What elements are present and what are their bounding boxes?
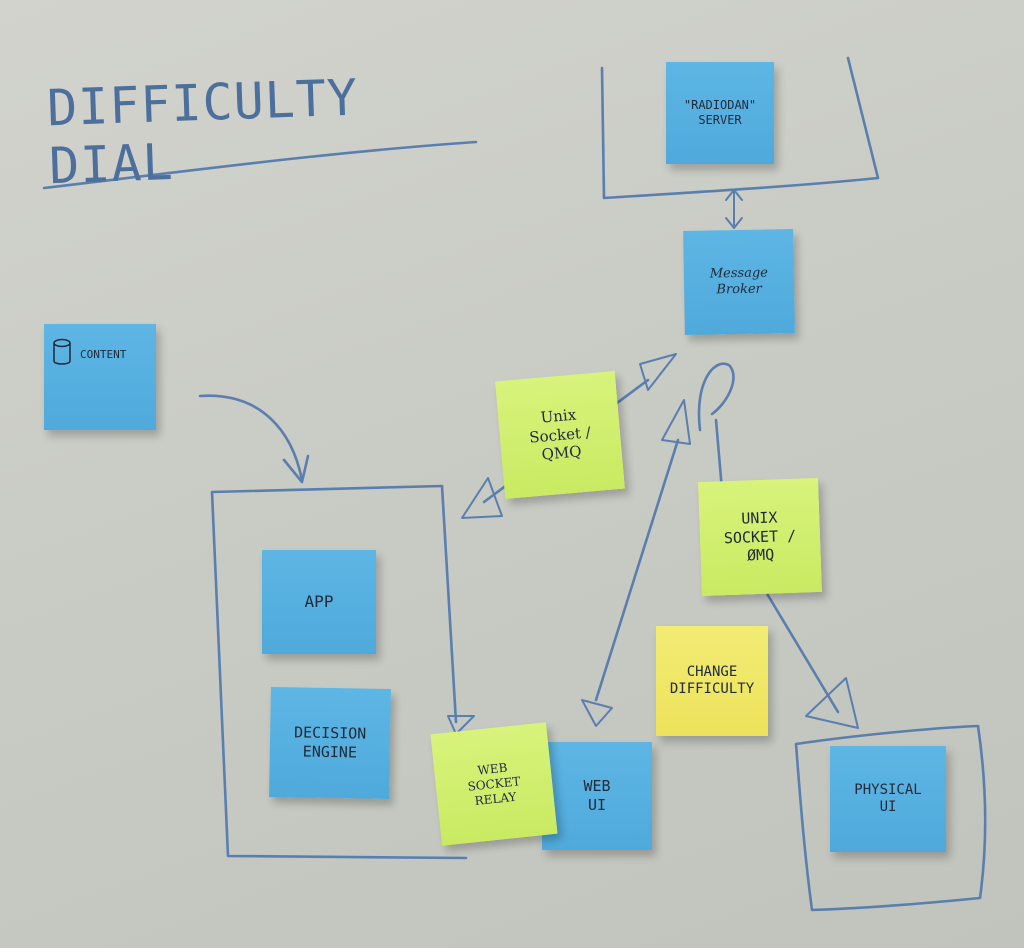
note-physical-ui: PHYSICAL UI [830, 746, 946, 852]
broker-webui-arrowhead-bottom [581, 699, 613, 727]
diagram-title: DIFFICULTY DIAL [46, 68, 359, 196]
title-underline [42, 140, 478, 190]
note-content: CONTENT [44, 324, 156, 430]
note-content-label: CONTENT [80, 348, 127, 361]
note-web-ui-label: WEB UI [583, 777, 611, 814]
note-physical-ui-label: PHYSICAL UI [854, 781, 922, 816]
note-decision-engine-label: DECISION ENGINE [293, 723, 367, 762]
note-decision-engine: DECISION ENGINE [269, 686, 391, 800]
note-unix-socket-omq: UNIX SOCKET / ØMQ [698, 477, 822, 597]
note-unix-socket-qmq: Unix Socket / QMQ [495, 370, 625, 500]
broker-physical-loop [697, 362, 735, 432]
note-radiodan-server-label: "RADIODAN" SERVER [683, 98, 757, 127]
note-unix-socket-qmq-label: Unix Socket / QMQ [528, 405, 592, 465]
note-change-difficulty: CHANGE DIFFICULTY [656, 626, 768, 736]
broker-physical-arrowhead [805, 677, 859, 729]
note-change-difficulty-label: CHANGE DIFFICULTY [669, 663, 755, 698]
note-web-socket-relay: WEB SOCKET RELAY [430, 722, 558, 846]
note-radiodan-server: "RADIODAN" SERVER [666, 62, 774, 164]
broker-physical-link [714, 418, 840, 714]
note-web-ui: WEB UI [542, 742, 652, 850]
note-app: APP [262, 550, 376, 654]
app-enclosure-arrowhead [447, 715, 475, 735]
broker-webui-arrowhead-top [661, 399, 691, 445]
physical-enclosure [794, 724, 987, 912]
app-enclosure [210, 484, 468, 860]
broker-app-arrowhead-top [639, 353, 677, 391]
broker-app-arrowhead-bottom [461, 477, 503, 519]
broker-webui-link [594, 438, 680, 702]
server-enclosure [600, 56, 880, 200]
server-broker-arrow [725, 189, 743, 229]
note-message-broker: Message Broker [683, 229, 795, 335]
note-message-broker-label: Message Broker [709, 265, 769, 298]
content-to-app-arrowhead [282, 454, 310, 484]
note-app-label: APP [304, 592, 334, 611]
note-unix-socket-omq-label: UNIX SOCKET / ØMQ [723, 508, 797, 565]
note-web-socket-relay-label: WEB SOCKET RELAY [466, 760, 522, 808]
content-to-app-arrow [198, 394, 304, 482]
database-icon [53, 338, 71, 365]
